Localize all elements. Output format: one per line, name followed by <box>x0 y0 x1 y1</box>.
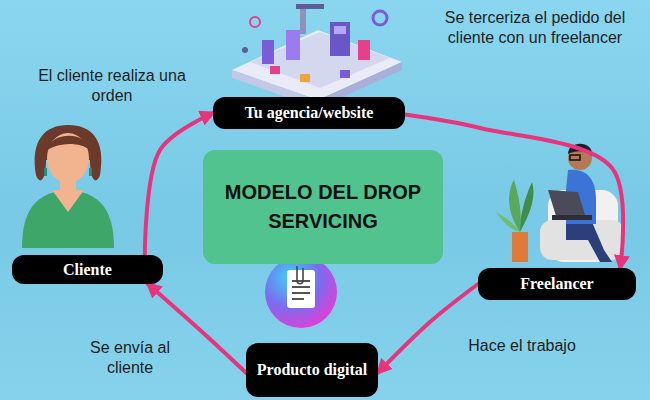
client-label: Cliente <box>12 255 163 284</box>
edge-label: Se envía al cliente <box>78 338 182 377</box>
freelancer-label: Freelancer <box>478 268 636 300</box>
flow-arrow <box>378 284 478 373</box>
edge-label: Se terceriza el pedido del cliente con u… <box>428 8 642 47</box>
edge-label: Hace el trabajo <box>442 336 602 356</box>
title-box: MODELO DEL DROP SERVICING <box>203 150 443 264</box>
factory-illustration <box>232 4 402 108</box>
agency-label: Tu agencia/website <box>213 97 405 129</box>
node-text: Cliente <box>63 260 112 280</box>
node-text: Freelancer <box>520 274 593 294</box>
client-figure <box>22 125 114 248</box>
node-text: MODELO DEL DROP SERVICING <box>217 178 429 236</box>
document-icon <box>265 256 337 328</box>
product-label: Producto digital <box>246 343 378 397</box>
node-text: Tu agencia/website <box>245 103 374 123</box>
edge-label: El cliente realiza una orden <box>22 66 202 105</box>
flow-arrow <box>148 284 246 373</box>
node-text: Producto digital <box>257 360 367 380</box>
